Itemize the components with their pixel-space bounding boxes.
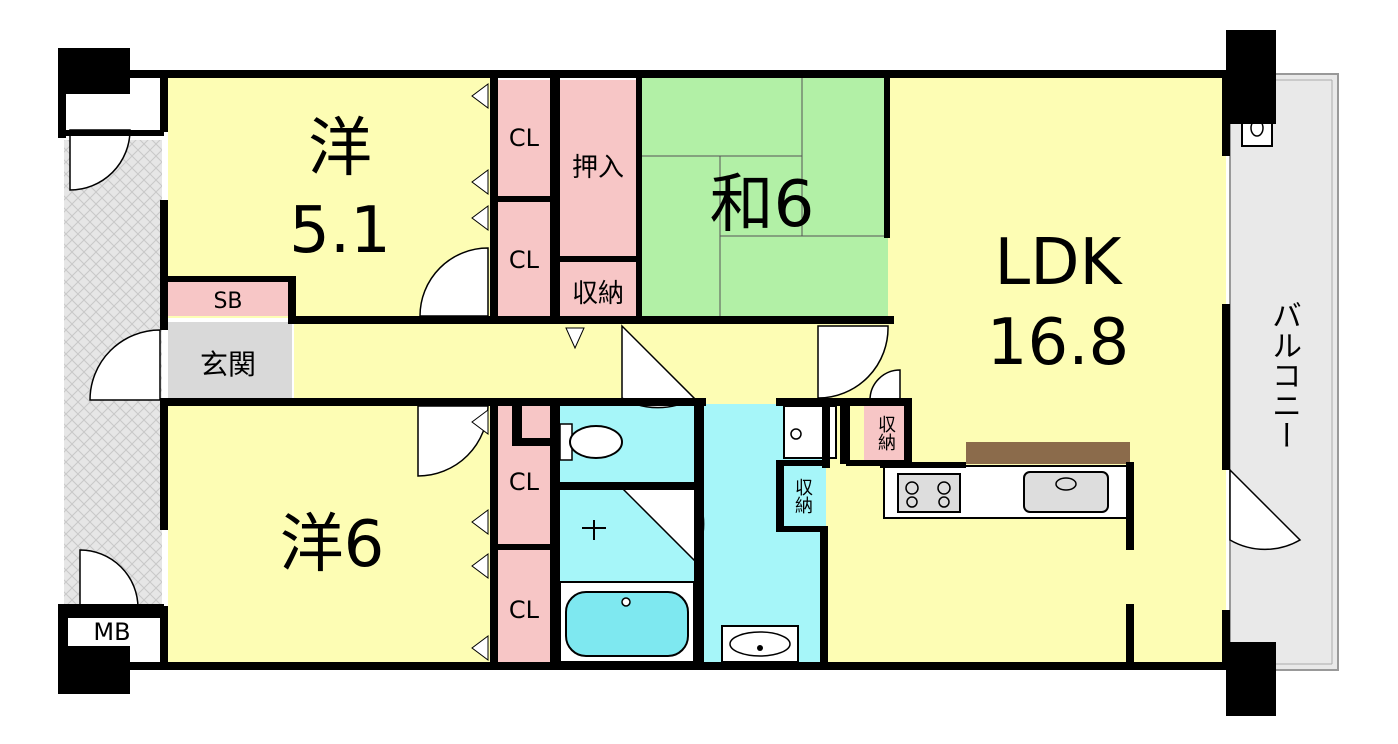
closet-3-label: CL bbox=[509, 468, 540, 496]
stove-icon bbox=[897, 473, 961, 513]
balcony-label: バルコニー bbox=[1266, 300, 1301, 450]
closet-1-label: CL bbox=[509, 124, 540, 152]
entrance-label: 玄関 bbox=[200, 348, 256, 381]
oshiire-fill bbox=[560, 80, 636, 256]
entrance-fill bbox=[168, 322, 292, 400]
balcony-area bbox=[1229, 73, 1339, 671]
meter-box-label: MB bbox=[93, 618, 130, 646]
western-room-1-kind: 洋 bbox=[308, 112, 372, 186]
shoebox-label: SB bbox=[213, 289, 242, 314]
sink-icon bbox=[1023, 471, 1109, 513]
closet-4-fill bbox=[498, 550, 550, 662]
ldk-fill bbox=[888, 78, 1226, 666]
storage-2-label: 収納 bbox=[875, 415, 896, 451]
japanese-room-label: 和6 bbox=[710, 168, 815, 242]
kitchen-counter bbox=[966, 442, 1130, 464]
closet-door-marks bbox=[471, 83, 585, 661]
storage-3-label: 収納 bbox=[792, 478, 813, 514]
storage-1-label: 収納 bbox=[572, 279, 624, 309]
door-swings bbox=[69, 129, 1302, 609]
shoebox-fill bbox=[168, 282, 288, 316]
ldk-size: 16.8 bbox=[987, 306, 1130, 380]
hallway-fill bbox=[294, 320, 894, 404]
faucet-icon bbox=[582, 520, 606, 540]
closet-3-fill bbox=[498, 406, 550, 544]
walls bbox=[58, 30, 1276, 716]
western-room-1-size: 5.1 bbox=[289, 194, 391, 268]
closet-4-label: CL bbox=[509, 596, 540, 624]
closet-2-label: CL bbox=[509, 246, 540, 274]
storage-1-fill bbox=[560, 262, 636, 318]
washbasin-icon bbox=[721, 625, 799, 663]
ldk-kind: LDK bbox=[995, 226, 1124, 300]
closet-2-fill bbox=[498, 202, 550, 316]
toilet-icon bbox=[559, 423, 623, 461]
bathtub-icon bbox=[559, 581, 695, 663]
japanese-room-fill bbox=[640, 78, 888, 316]
tatami-lines bbox=[640, 78, 888, 316]
western-room-2-label: 洋6 bbox=[280, 508, 385, 582]
storage-2-fill bbox=[864, 404, 906, 462]
oshiire-label: 押入 bbox=[572, 153, 624, 183]
closet-1-fill bbox=[498, 80, 550, 196]
